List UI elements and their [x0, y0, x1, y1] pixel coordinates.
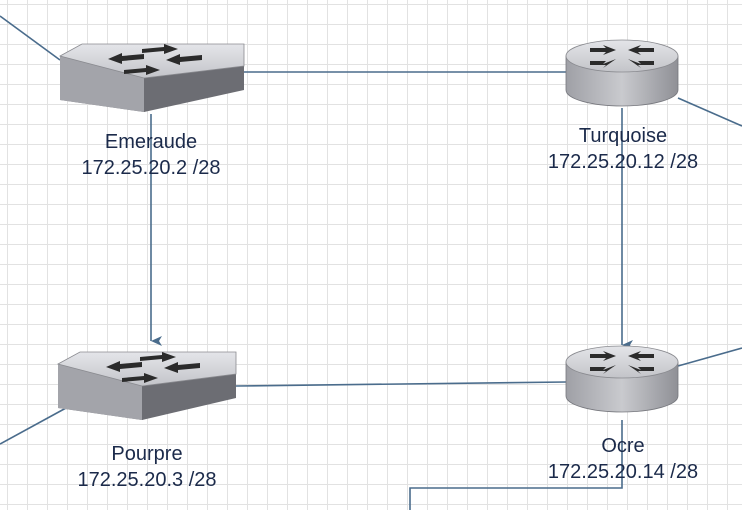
node-name: Pourpre	[111, 443, 183, 465]
node-name: Turquoise	[578, 125, 668, 147]
link-pourpre-ocre	[235, 381, 567, 387]
stub-link-pourpre-offscreen	[0, 407, 67, 445]
node-ip: 172.25.20.2 /28	[81, 157, 221, 179]
node-name: Ocre	[601, 435, 645, 457]
node-label-turquoise: Turquoise 172.25.20.12 /28	[548, 123, 698, 175]
stub-link-turquoise-offscreen	[677, 97, 742, 127]
node-ip: 172.25.20.14 /28	[547, 461, 699, 483]
stub-link-ocre-down	[409, 420, 623, 510]
switch-icon[interactable]	[56, 351, 237, 420]
switch-icon[interactable]	[58, 43, 245, 112]
stub-link-ocre-offscreen	[677, 347, 742, 367]
node-label-ocre: Ocre 172.25.20.14 /28	[548, 433, 698, 485]
node-label-pourpre: Pourpre 172.25.20.3 /28	[77, 441, 216, 493]
node-ip: 172.25.20.12 /28	[547, 151, 699, 173]
router-icon[interactable]	[565, 39, 679, 107]
node-label-emeraude: Emeraude 172.25.20.2 /28	[81, 129, 220, 181]
node-name: Emeraude	[104, 131, 198, 153]
router-icon[interactable]	[565, 345, 679, 413]
stub-link-emeraude-offscreen	[0, 15, 61, 61]
node-ip: 172.25.20.3 /28	[77, 469, 217, 491]
